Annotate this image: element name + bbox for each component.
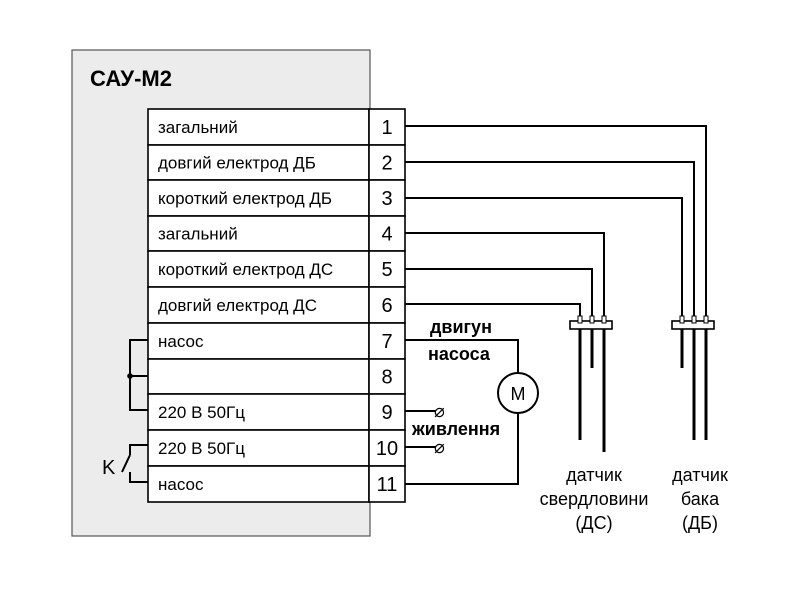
- terminal-label-cell: [147, 358, 370, 395]
- terminal-label: 220 В 50Гц: [158, 403, 245, 422]
- terminal-label-cell: [147, 465, 370, 503]
- terminal-row: короткий електрод ДС 5: [147, 250, 406, 288]
- terminal-label: короткий електрод ДБ: [158, 189, 332, 208]
- terminal-label-cell: [147, 393, 370, 431]
- device-title: САУ-М2: [90, 66, 172, 91]
- terminal-label-cell: [147, 215, 370, 252]
- motor-label-line2: насоса: [428, 344, 491, 364]
- terminal-label-cell: [147, 429, 370, 467]
- terminal-number: 9: [381, 402, 392, 424]
- terminal-row: 8: [147, 358, 406, 395]
- supply-terminal-icon-10: ⌀: [434, 437, 445, 457]
- terminal-label: насос: [158, 332, 204, 351]
- terminal-block: загальний 1 довгий електрод ДБ 2 короткий ел…: [147, 108, 406, 503]
- wire-terminal-5: [405, 268, 593, 318]
- terminal-number: 4: [381, 224, 392, 246]
- terminal-number: 8: [381, 367, 392, 389]
- terminal-label-cell: [147, 179, 370, 217]
- terminal-label: загальний: [158, 118, 238, 137]
- terminal-number: 11: [377, 474, 398, 496]
- terminal-row: короткий електрод ДБ 3: [147, 179, 406, 217]
- svg-text:датчик: датчик: [672, 465, 728, 485]
- terminal-label: довгий електрод ДБ: [158, 154, 316, 173]
- well-sensor: [569, 315, 613, 452]
- motor-label-line1: двигун: [430, 317, 492, 337]
- terminal-number: 6: [381, 295, 392, 317]
- terminal-number-cell: [368, 358, 406, 395]
- terminal-number: 3: [381, 188, 392, 210]
- wire-terminal-2: [405, 161, 695, 318]
- tank-sensor: [671, 315, 715, 440]
- terminal-label: загальний: [158, 225, 238, 244]
- svg-text:(ДС): (ДС): [575, 513, 612, 533]
- tank-sensor-caption: датчик бака (ДБ): [672, 465, 728, 533]
- terminal-number-cell: [368, 429, 406, 467]
- terminal-label-cell: [147, 322, 370, 360]
- terminal-number: 1: [381, 117, 392, 139]
- supply-terminal-icon-9: ⌀: [434, 401, 445, 421]
- terminal-label-cell: [147, 250, 370, 288]
- motor-wire-top: [405, 339, 519, 372]
- terminal-label: довгий електрод ДС: [158, 296, 317, 315]
- svg-text:свердловини: свердловини: [540, 489, 649, 509]
- supply-label: живлення: [411, 419, 500, 439]
- terminal-row: загальний 4: [147, 215, 406, 252]
- pump-motor-icon: [497, 372, 539, 414]
- terminal-label: 220 В 50Гц: [158, 439, 245, 458]
- terminal-label: короткий електрод ДС: [158, 260, 333, 279]
- terminal-row: насос 11: [147, 465, 406, 503]
- terminal-number-cell: [368, 465, 406, 503]
- terminal-number: 2: [381, 153, 392, 175]
- switch-k-wire-top: [129, 444, 148, 455]
- wire-terminal-3: [405, 197, 683, 318]
- svg-text:бака: бака: [681, 489, 720, 509]
- svg-text:датчик: датчик: [566, 465, 622, 485]
- terminal-number: 10: [376, 438, 398, 460]
- motor-wire-bottom: [405, 414, 519, 485]
- switch-k-contact: [121, 454, 131, 473]
- terminal-row: довгий електрод ДБ 2: [147, 144, 406, 181]
- terminal-number: 7: [381, 331, 392, 353]
- switch-k-wire-bottom: [129, 472, 148, 483]
- terminal-row: загальний 1: [147, 108, 406, 146]
- switch-k-label: K: [102, 457, 116, 479]
- terminal-row: насос 7: [147, 322, 406, 360]
- terminal-label: насос: [158, 475, 204, 494]
- terminal-row: 220 В 50Гц 9: [147, 393, 406, 431]
- terminal-number: 5: [381, 259, 392, 281]
- terminal-label-cell: [147, 286, 370, 324]
- wire-terminal-4: [405, 232, 605, 318]
- terminal-row: довгий електрод ДС 6: [147, 286, 406, 324]
- motor-symbol: M: [511, 384, 526, 404]
- well-sensor-caption: датчик свердловини (ДС): [540, 465, 649, 533]
- wire-terminal-6: [405, 303, 581, 318]
- terminal-row: 220 В 50Гц 10: [147, 429, 406, 467]
- terminal-label-cell: [147, 108, 370, 146]
- wire-terminal-1: [405, 125, 707, 318]
- svg-text:(ДБ): (ДБ): [682, 513, 718, 533]
